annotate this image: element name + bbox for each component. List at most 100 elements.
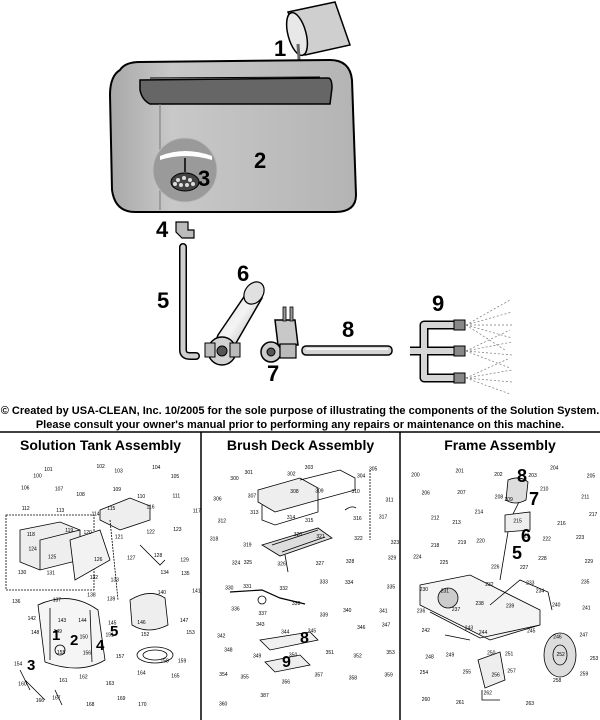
- copyright-line-1: © Created by USA-CLEAN, Inc. 10/2005 for…: [0, 405, 600, 417]
- part-number-label: 139: [107, 597, 116, 603]
- part-number-label: 252: [557, 652, 566, 658]
- part-number-label: 330: [225, 585, 234, 591]
- part-number-label: 339: [320, 612, 329, 618]
- part-number-label: 210: [540, 487, 549, 493]
- part-number-label: 244: [479, 630, 488, 636]
- part-number-label: 253: [590, 656, 599, 662]
- elbow-fitting-illustration: [175, 221, 195, 239]
- st-callout-5: 5: [110, 623, 118, 640]
- part-number-label: 259: [580, 672, 589, 678]
- part-number-label: 206: [422, 490, 431, 496]
- fr-callout-6: 6: [521, 526, 531, 546]
- part-number-label: 350: [289, 652, 298, 658]
- part-number-label: 207: [457, 490, 466, 496]
- part-number-label: 255: [463, 670, 472, 676]
- part-number-label: 209: [505, 497, 514, 503]
- part-number-label: 148: [31, 630, 40, 636]
- part-number-label: 150: [80, 634, 89, 640]
- part-number-label: 317: [379, 515, 388, 521]
- part-number-label: 114: [92, 511, 100, 517]
- part-number-label: 108: [76, 492, 85, 498]
- part-number-label: 120: [84, 530, 93, 536]
- part-number-label: 261: [456, 700, 465, 706]
- part-number-label: 342: [217, 633, 226, 639]
- part-number-label: 235: [581, 580, 590, 586]
- part-number-label: 160: [18, 682, 27, 688]
- part-number-label: 335: [387, 585, 396, 591]
- part-number-label: 240: [552, 603, 561, 609]
- callout-6: 6: [237, 261, 249, 286]
- part-number-label: 134: [161, 570, 170, 576]
- callout-3: 3: [198, 166, 210, 191]
- part-number-label: 348: [224, 648, 233, 654]
- part-number-label: 316: [353, 516, 362, 522]
- part-number-label: 355: [241, 674, 250, 680]
- part-number-label: 146: [137, 620, 146, 626]
- part-number-label: 250: [487, 651, 496, 657]
- part-number-label: 117: [193, 508, 201, 514]
- part-number-label: 333: [320, 579, 329, 585]
- part-number-label: 168: [86, 702, 95, 708]
- st-callout-4: 4: [96, 637, 105, 654]
- part-number-label: 242: [422, 628, 431, 634]
- part-number-label: 145: [108, 620, 117, 626]
- part-number-label: 359: [384, 672, 393, 678]
- solution-tank-illustration: [108, 58, 358, 213]
- part-number-label: 304: [357, 473, 366, 479]
- part-number-label: 105: [171, 474, 180, 480]
- part-number-label: 246: [553, 634, 562, 640]
- part-number-label: 124: [29, 547, 38, 553]
- part-number-label: 325: [244, 560, 253, 566]
- part-number-label: 341: [379, 608, 388, 614]
- part-number-label: 338: [292, 601, 301, 607]
- brush-deck-exploded-view: [229, 469, 371, 673]
- part-number-label: 132: [90, 575, 99, 581]
- part-number-label: 328: [346, 559, 355, 565]
- part-number-label: 228: [538, 556, 547, 562]
- part-number-label: 122: [147, 530, 156, 536]
- part-number-label: 123: [173, 527, 182, 533]
- part-number-label: 347: [382, 623, 391, 629]
- part-number-label: 162: [79, 674, 88, 680]
- part-number-label: 352: [353, 653, 362, 659]
- part-number-label: 202: [494, 472, 503, 478]
- part-number-label: 227: [520, 565, 529, 571]
- part-number-label: 214: [475, 509, 484, 515]
- part-number-label: 329: [388, 556, 397, 562]
- part-number-label: 104: [152, 465, 161, 471]
- part-number-label: 218: [431, 543, 440, 549]
- part-number-label: 208: [495, 495, 504, 501]
- part-number-label: 318: [210, 537, 219, 543]
- part-number-label: 313: [250, 510, 259, 516]
- part-number-label: 331: [243, 584, 252, 590]
- part-number-label: 130: [18, 570, 27, 576]
- part-number-label: 230: [420, 587, 429, 593]
- callout-8: 8: [342, 317, 354, 342]
- st-callout-1: 1: [52, 627, 60, 644]
- part-number-label: 106: [21, 485, 30, 491]
- part-number-label: 137: [53, 597, 62, 603]
- tube-illustration: [179, 243, 200, 360]
- part-number-label: 343: [256, 622, 265, 628]
- part-number-label: 200: [411, 473, 420, 479]
- part-number-label: 215: [513, 519, 522, 525]
- part-number-label: 213: [452, 520, 461, 526]
- part-number-label: 100: [33, 474, 42, 480]
- solenoid-valve-illustration: [260, 306, 299, 363]
- part-number-label: 158: [161, 659, 170, 665]
- part-number-label: 340: [343, 608, 352, 614]
- part-number-label: 164: [137, 671, 146, 677]
- part-number-label: 140: [158, 590, 167, 596]
- part-number-label: 147: [180, 618, 189, 624]
- part-number-label: 300: [230, 476, 239, 482]
- part-number-label: 138: [87, 592, 96, 598]
- part-number-label: 232: [485, 582, 494, 588]
- part-number-label: 127: [127, 556, 136, 562]
- part-number-label: 101: [44, 467, 53, 473]
- part-number-label: 107: [55, 487, 64, 493]
- part-number-label: 256: [492, 672, 501, 678]
- part-number-label: 113: [56, 508, 64, 514]
- part-number-label: 131: [47, 571, 56, 577]
- part-number-label: 248: [425, 655, 434, 661]
